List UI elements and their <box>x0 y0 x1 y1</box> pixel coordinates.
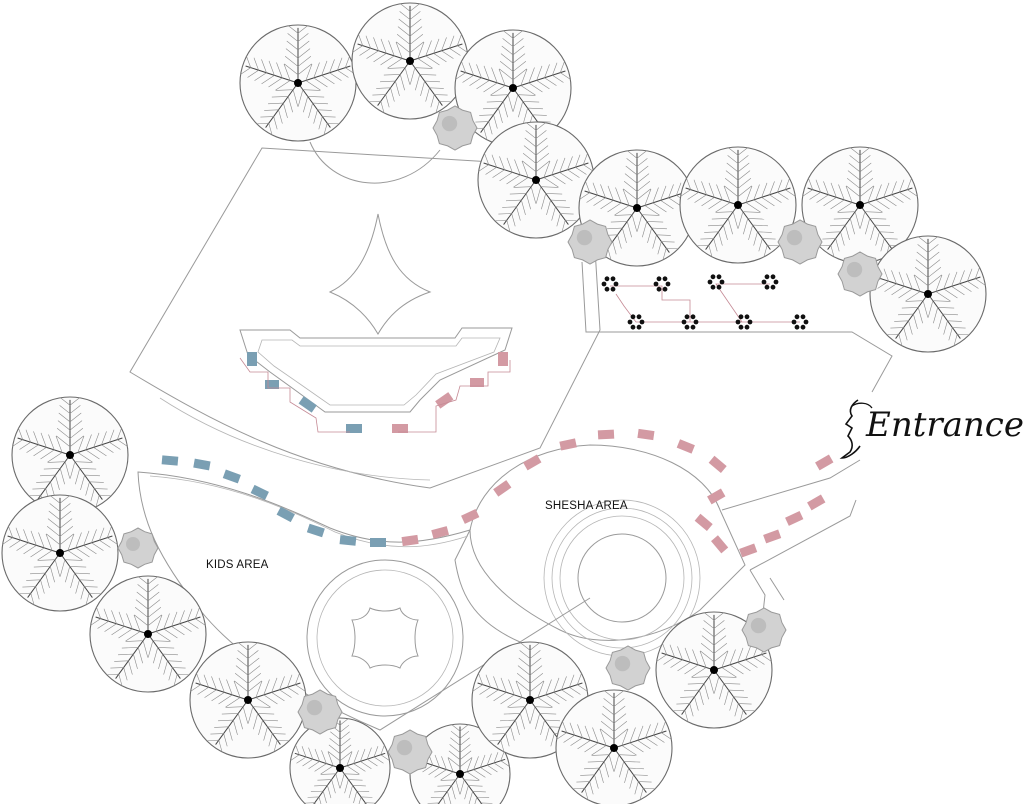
flower-pot-icon <box>653 276 671 292</box>
trough-block <box>392 424 408 433</box>
flower-pot-grid <box>601 274 809 330</box>
shesha-seating-ring-1 <box>559 515 685 641</box>
trough-block <box>298 396 317 413</box>
path-step <box>707 488 726 505</box>
path-step <box>763 529 782 544</box>
path-step <box>276 506 295 523</box>
shrub-icon <box>567 219 613 265</box>
adult-path-pink <box>392 352 834 558</box>
path-step <box>222 469 241 484</box>
trough-block <box>247 352 257 366</box>
shrub-icon <box>605 645 651 691</box>
tree-icon <box>801 146 919 264</box>
flower-pot-icon <box>707 274 725 290</box>
kids-plaza-ring-outer <box>306 559 464 717</box>
kids-area-inner-edge <box>149 475 469 548</box>
path-step <box>401 534 419 547</box>
shesha-cut <box>519 597 591 643</box>
path-step <box>708 455 727 473</box>
tree-icon <box>289 717 391 804</box>
upper-lawn-boundary <box>129 147 601 489</box>
trough-rail-pink <box>398 360 511 433</box>
tree-icon <box>189 641 307 759</box>
path-step <box>637 428 655 441</box>
path-step <box>694 513 713 531</box>
tree-icon <box>679 146 797 264</box>
path-step <box>807 494 826 511</box>
path-step <box>306 523 325 538</box>
path-step <box>676 439 695 454</box>
kids-plaza-ornament <box>351 607 419 669</box>
path-step <box>339 535 357 546</box>
path-step <box>559 438 577 451</box>
shesha-area-label: SHESHA AREA <box>545 500 628 512</box>
path-step <box>711 535 729 554</box>
path-step <box>523 454 542 471</box>
tree-icon <box>869 235 987 353</box>
diamond-feature <box>328 213 432 336</box>
path-step <box>785 510 804 526</box>
tree-icon <box>239 24 357 142</box>
trough-block <box>265 380 279 389</box>
shrub-icon <box>777 219 823 265</box>
shrub-icon <box>741 607 787 653</box>
flower-pot-icon <box>601 276 619 292</box>
flower-pot-icon <box>791 314 809 330</box>
seating-trough <box>239 327 513 413</box>
trough-rail-blue <box>239 357 350 433</box>
path-step <box>739 543 758 558</box>
flower-pot-icon <box>627 314 645 330</box>
tree-icon <box>89 575 207 693</box>
path-step <box>461 508 480 524</box>
path-step <box>597 429 615 440</box>
right-terrace-boundary <box>581 261 893 393</box>
tree-icon <box>351 2 469 120</box>
upper-lawn-notch <box>309 141 441 184</box>
path-step <box>493 480 512 497</box>
shesha-area-lawn <box>469 444 746 641</box>
path-step <box>815 454 834 471</box>
shrub-icon <box>117 527 159 569</box>
shesha-seating-ring-2 <box>551 507 693 649</box>
entrance-path-edge-upper <box>721 459 861 511</box>
kids-area-label: KIDS AREA <box>206 559 269 571</box>
trough-block <box>435 392 454 409</box>
tree-icon <box>555 689 673 804</box>
seating-trough-inner <box>257 337 501 406</box>
shrub-icon <box>387 729 433 775</box>
path-step <box>370 538 386 547</box>
entrance-label: Entrance <box>865 405 1024 445</box>
trough-block <box>498 352 508 366</box>
tree-icon <box>477 121 595 239</box>
flower-pot-icon <box>735 314 753 330</box>
trough-block <box>470 378 484 387</box>
entrance-path-edge-lower <box>749 499 857 571</box>
inner-arc <box>159 397 431 481</box>
kids-plaza-ring-inner <box>316 569 454 707</box>
path-step <box>250 484 269 501</box>
flower-pot-icon <box>761 274 779 290</box>
trough-block <box>346 424 362 433</box>
kids-path-blue <box>161 352 386 547</box>
trees <box>1 2 987 804</box>
tree-icon <box>1 494 119 612</box>
shrubs <box>117 105 883 775</box>
path-step <box>193 458 211 471</box>
shrub-icon <box>432 105 478 151</box>
shrub-icon <box>297 689 343 735</box>
planter-connector <box>610 283 800 323</box>
path-step <box>431 526 450 539</box>
shesha-fire-pit-outer <box>577 533 667 623</box>
face-profile-icon <box>839 399 873 459</box>
flower-pot-icon <box>681 314 699 330</box>
path-step <box>161 455 179 466</box>
tree-icon <box>655 611 773 729</box>
shrub-icon <box>837 251 883 297</box>
